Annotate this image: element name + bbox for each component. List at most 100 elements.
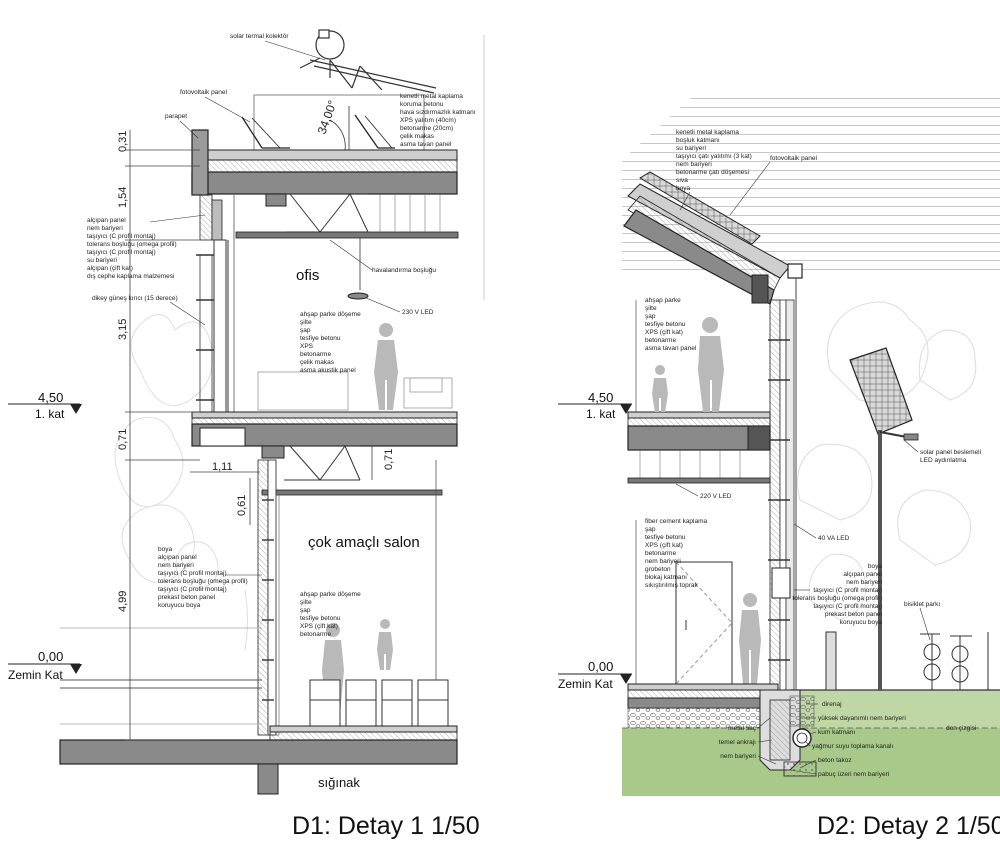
- callout-solar-collector: solar termal kolektör: [230, 33, 289, 40]
- layer-text: şilte: [300, 599, 312, 606]
- layer-text: hava sızdırmazlık katmanı: [400, 109, 476, 116]
- solar-thermal-collector: [299, 29, 437, 94]
- floor-layer-list-d2: ahşap parke şilte şap tesfiye betonu XPS…: [635, 297, 697, 412]
- layer-text: betonarme (20cm): [400, 125, 453, 132]
- hall-seating: [309, 679, 449, 727]
- level-name: Zemin Kat: [558, 677, 613, 691]
- dim-label: 3,15: [117, 319, 129, 340]
- sloped-roof: [623, 171, 791, 305]
- level-marker-0: 0,00 Zemin Kat: [8, 649, 82, 682]
- layer-text: taşıyıcı (C profil montaj): [813, 603, 882, 610]
- callout-frost-line: don çizgisi: [946, 725, 976, 732]
- layer-text: betonarme: [645, 337, 676, 344]
- gutter: [787, 263, 803, 279]
- ground-floor-layer-list-d2: fiber cement kaplama şap tesfiye betonu …: [635, 518, 708, 684]
- layer-text: nem bariyeri: [87, 225, 123, 232]
- layer-text: sıkıştırılmış toprak: [645, 582, 698, 589]
- layer-text: boya: [868, 563, 882, 570]
- layer-text: beton takoz: [818, 757, 852, 764]
- layer-text: ahşap parke: [645, 297, 681, 304]
- layer-text: sıva: [676, 177, 688, 184]
- level-value: 0,00: [588, 659, 613, 674]
- callout-solar-lamp-2: LED aydınlatma: [920, 457, 967, 464]
- dim-label: 0,71: [383, 449, 395, 470]
- layer-text: kenetli metal kaplama: [400, 93, 463, 100]
- layer-text: tolerans boşluğu (omega profil): [792, 595, 882, 602]
- layer-text: nem bariyeri: [676, 161, 712, 168]
- callout-sun-shade: dikey güneş kırıcı (15 derece): [92, 295, 178, 302]
- layer-text: betonarme: [300, 351, 331, 358]
- roof-slab: [191, 129, 459, 239]
- dim-label: 4,99: [117, 591, 129, 612]
- callouts-d1: solar termal kolektör fotovoltaik panel …: [87, 33, 476, 638]
- layer-text: ahşap parke döşeme: [300, 311, 361, 318]
- layer-text: betonarme: [300, 631, 331, 638]
- layer-text: XPS yalıtım (40cm): [400, 117, 456, 124]
- callout-parapet: parapet: [165, 113, 187, 120]
- pendant-lamp: [347, 292, 369, 300]
- layer-text: çelik makas: [400, 133, 435, 140]
- layer-text: koruyucu boya: [840, 619, 883, 626]
- layer-text: taşıyıcı (C profil montaj): [158, 570, 227, 577]
- callout-led-d2: 220 V LED: [700, 493, 732, 500]
- layer-text: taşıyıcı (C profil montaj): [87, 249, 156, 256]
- layer-text: boya: [158, 546, 172, 553]
- layer-text: nem bariyeri: [158, 562, 194, 569]
- layer-text: kenetli metal kaplama: [676, 129, 739, 136]
- layer-text: blokaj katmanı: [645, 574, 687, 581]
- layer-text: koruyucu boya: [158, 602, 201, 609]
- layer-text: asma tavan panel: [645, 345, 697, 352]
- layer-text: tolerans boşluğu (omega profil): [87, 241, 177, 248]
- bike-rack: [825, 631, 989, 691]
- layer-text: asma akustik panel: [300, 367, 356, 374]
- layer-text: nem bariyeri: [720, 753, 756, 760]
- level-name: 1. kat: [586, 407, 616, 421]
- level-marker-0-d2: 0,00 Zemin Kat: [558, 659, 632, 691]
- layer-text: yüksek dayanımlı nem bariyeri: [818, 715, 906, 722]
- person-figure: [374, 323, 398, 410]
- layer-text: tesfiye betonu: [645, 534, 686, 541]
- layer-text: alçıpan panel: [87, 217, 126, 224]
- solar-lamp-post: [849, 347, 919, 690]
- layer-text: tesfiye betonu: [645, 321, 686, 328]
- layer-text: su bariyeri: [87, 257, 117, 264]
- layer-text: koruma betonu: [400, 101, 444, 108]
- caption-detail-2: D2: Detay 2 1/50: [817, 812, 1000, 840]
- angle-arc: [329, 119, 346, 151]
- layer-text: nem bariyeri: [645, 558, 681, 565]
- facade-wall-d2: [768, 299, 795, 693]
- door-d2: [675, 561, 733, 685]
- callouts-d2: kenetli metal kaplama boşluk katmanı su …: [635, 129, 981, 778]
- level-marker-1-d2: 4,50 1. kat: [558, 390, 632, 421]
- ground-floor-layer-list: ahşap parke döşeme şilte şap tesfiye bet…: [300, 591, 361, 638]
- layer-text: çelik makas: [300, 359, 335, 366]
- siding-mask: [622, 90, 700, 160]
- detail-1: 34,00°: [8, 29, 485, 795]
- layer-text: şap: [645, 526, 656, 533]
- layer-text: boşluk katmanı: [676, 137, 720, 144]
- callout-ventilation: havalandırma boşluğu: [372, 267, 436, 274]
- callout-pv-panel: fotovoltaik panel: [180, 89, 228, 96]
- layer-text: asma tavan panel: [400, 141, 452, 148]
- dim-label: 1,11: [212, 461, 233, 473]
- roof-layer-list-d2: kenetli metal kaplama boşluk katmanı su …: [676, 129, 752, 211]
- layer-text: metal saç: [728, 725, 757, 732]
- layer-text: su bariyeri: [676, 145, 706, 152]
- layer-text: alçıpan panel: [843, 571, 882, 578]
- layer-text: grobeton: [645, 566, 671, 573]
- dim-label: 0,71: [117, 429, 129, 450]
- layer-text: temel ankrajı: [719, 739, 756, 746]
- layer-text: boya: [676, 185, 690, 192]
- room-label-hall: çok amaçlı salon: [308, 534, 420, 551]
- layer-text: XPS (çift kat): [645, 329, 683, 336]
- upper-figures-d2: [652, 317, 724, 412]
- room-label-shelter: sığınak: [318, 775, 360, 790]
- ground-floor-wall: [257, 459, 280, 736]
- ground-slab-d2: [627, 683, 779, 729]
- level-value: 4,50: [588, 390, 613, 405]
- layer-text: betonarme: [645, 550, 676, 557]
- dim-label: 0,31: [117, 131, 129, 152]
- layer-text: XPS (çift kat): [645, 542, 683, 549]
- first-floor-slab-d2: [627, 411, 771, 484]
